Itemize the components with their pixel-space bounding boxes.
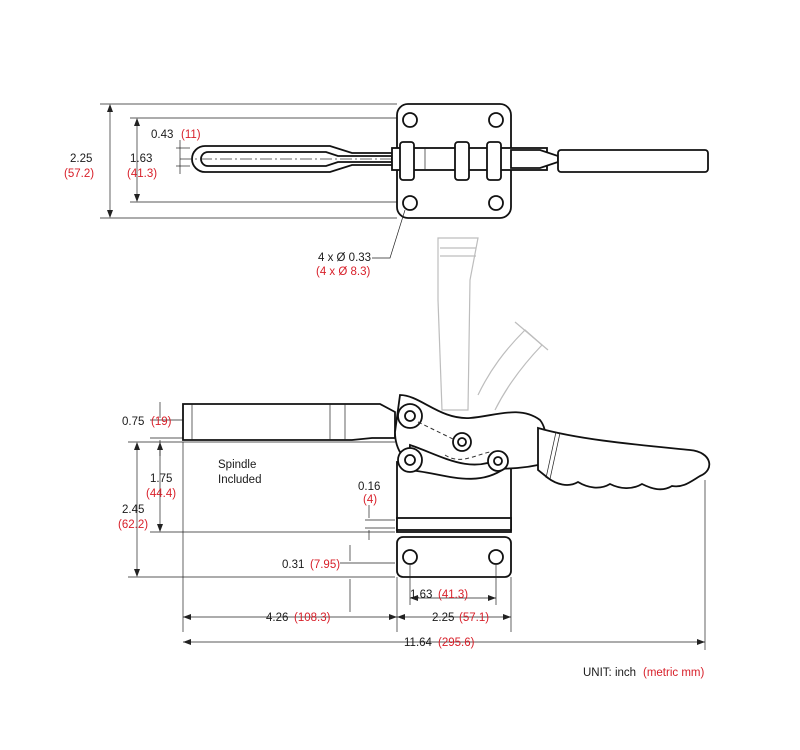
open-position-ghost [437, 237, 549, 411]
dim-width-overall-metric: (57.2) [64, 168, 94, 180]
dim-width-overall-inch: 2.25 [70, 153, 92, 165]
top-view [100, 103, 709, 259]
dim-base-length-inch: 2.25 [432, 612, 454, 624]
dim-reach-inch: 4.26 [266, 612, 288, 624]
dim-gap-metric: (4) [363, 494, 377, 506]
mounting-hole-icon [488, 112, 504, 128]
dim-hole-spacing-metric: (41.3) [127, 168, 157, 180]
unit-note-metric: (metric mm) [643, 667, 704, 679]
mounting-hole-icon [488, 549, 504, 565]
dim-handle-slot-inch: 0.43 [151, 129, 173, 141]
unit-note-label: UNIT: inch [583, 667, 636, 679]
dim-reach-metric: (108.3) [294, 612, 331, 624]
dim-overall-length-metric: (295.6) [438, 637, 475, 649]
dim-base-thickness-inch: 0.31 [282, 559, 304, 571]
mounting-hole-icon [402, 195, 418, 211]
dim-handle-slot-metric: (11) [181, 129, 201, 141]
dim-spindle-height-metric: (44.4) [146, 488, 176, 500]
side-view [128, 394, 711, 650]
dim-base-hole-spacing-inch: 1.63 [410, 589, 432, 601]
pivot-icon [493, 456, 503, 466]
dim-overall-height-inch: 2.45 [122, 504, 144, 516]
dim-spindle-height-inch: 1.75 [150, 473, 172, 485]
pivot-icon [404, 454, 416, 466]
mounting-hole-icon [488, 195, 504, 211]
dim-holes-metric: (4 x Ø 8.3) [316, 266, 370, 278]
spindle-note-line2: Included [218, 474, 261, 486]
dim-hole-spacing-inch: 1.63 [130, 153, 152, 165]
dim-base-thickness-metric: (7.95) [310, 559, 340, 571]
dim-overall-height-metric: (62.2) [118, 519, 148, 531]
pivot-icon [457, 437, 467, 447]
mounting-hole-icon [402, 112, 418, 128]
dim-holes-inch: 4 x Ø 0.33 [318, 252, 371, 264]
dim-bar-thickness-inch: 0.75 [122, 416, 144, 428]
dim-bar-thickness-metric: (19) [151, 416, 172, 428]
dim-overall-length-inch: 11.64 [404, 637, 433, 649]
pivot-icon [404, 410, 416, 422]
mounting-hole-icon [402, 549, 418, 565]
dim-base-hole-spacing-metric: (41.3) [438, 589, 468, 601]
dim-gap-inch: 0.16 [358, 481, 380, 493]
dimension-labels: 2.25 (57.2) 1.63 (41.3) 0.43 (11) 4 x Ø … [64, 129, 704, 679]
dim-base-length-metric: (57.1) [459, 612, 489, 624]
spindle-note-line1: Spindle [218, 459, 256, 471]
